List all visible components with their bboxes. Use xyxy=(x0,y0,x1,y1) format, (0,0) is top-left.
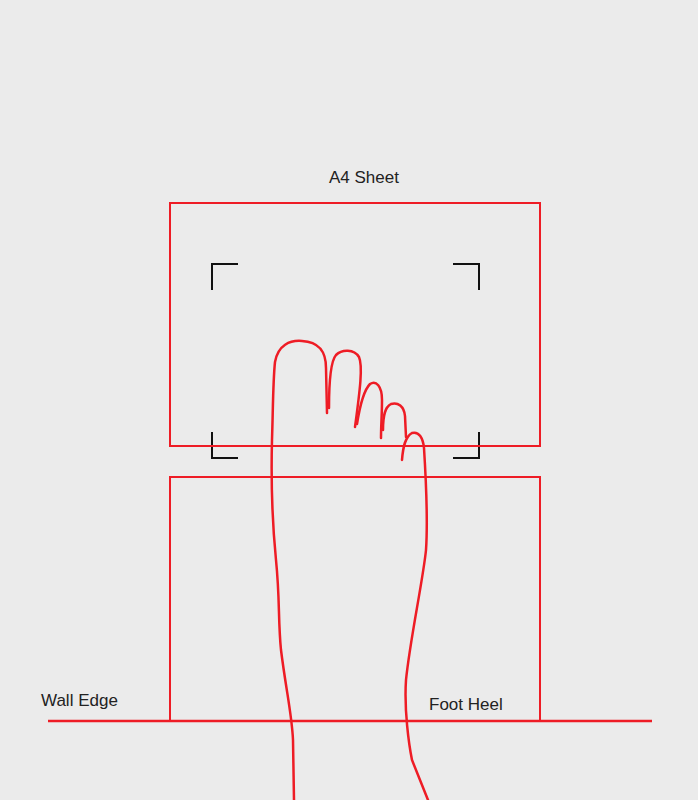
heel-label: Foot Heel xyxy=(427,695,505,715)
heel-sheet-box: Foot Heel xyxy=(169,476,541,722)
sheet-title: A4 Sheet xyxy=(327,168,401,188)
foot-outline xyxy=(272,341,428,800)
corner-marks xyxy=(212,264,479,458)
wall-edge-label: Wall Edge xyxy=(39,691,120,711)
a4-sheet-box: A4 Sheet xyxy=(169,202,541,447)
